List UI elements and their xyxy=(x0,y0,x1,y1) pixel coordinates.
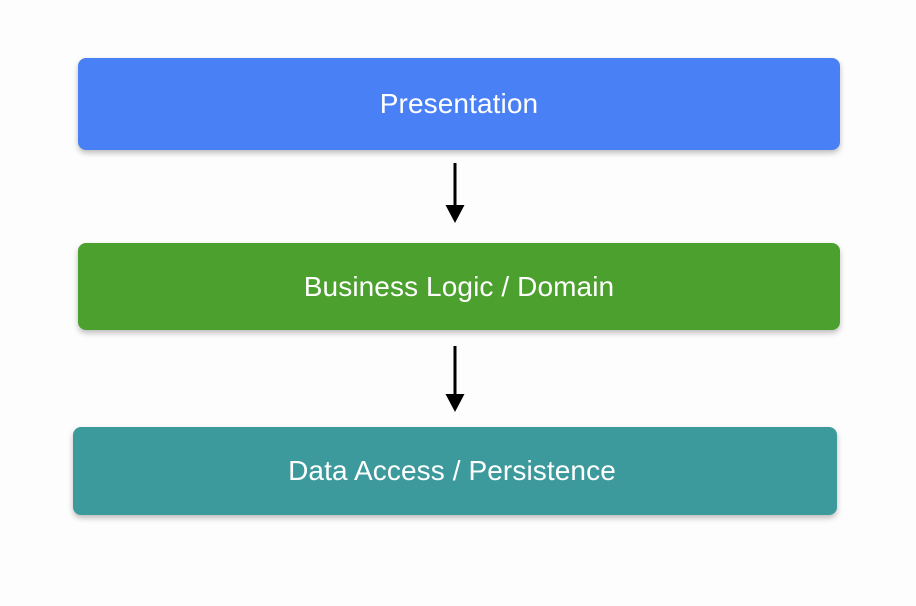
layer-label-presentation: Presentation xyxy=(379,88,539,119)
layer-box-business-logic[interactable]: Business Logic / Domain xyxy=(78,243,840,330)
layer-box-data-access[interactable]: Data Access / Persistence xyxy=(73,427,837,515)
layer-box-presentation[interactable]: Presentation xyxy=(78,58,840,150)
arrow-presentation-to-business-icon xyxy=(445,163,465,223)
arrow-business-to-data-icon xyxy=(445,346,465,412)
layer-label-data-access: Data Access / Persistence xyxy=(288,455,616,486)
layer-label-business-logic: Business Logic / Domain xyxy=(303,270,615,302)
